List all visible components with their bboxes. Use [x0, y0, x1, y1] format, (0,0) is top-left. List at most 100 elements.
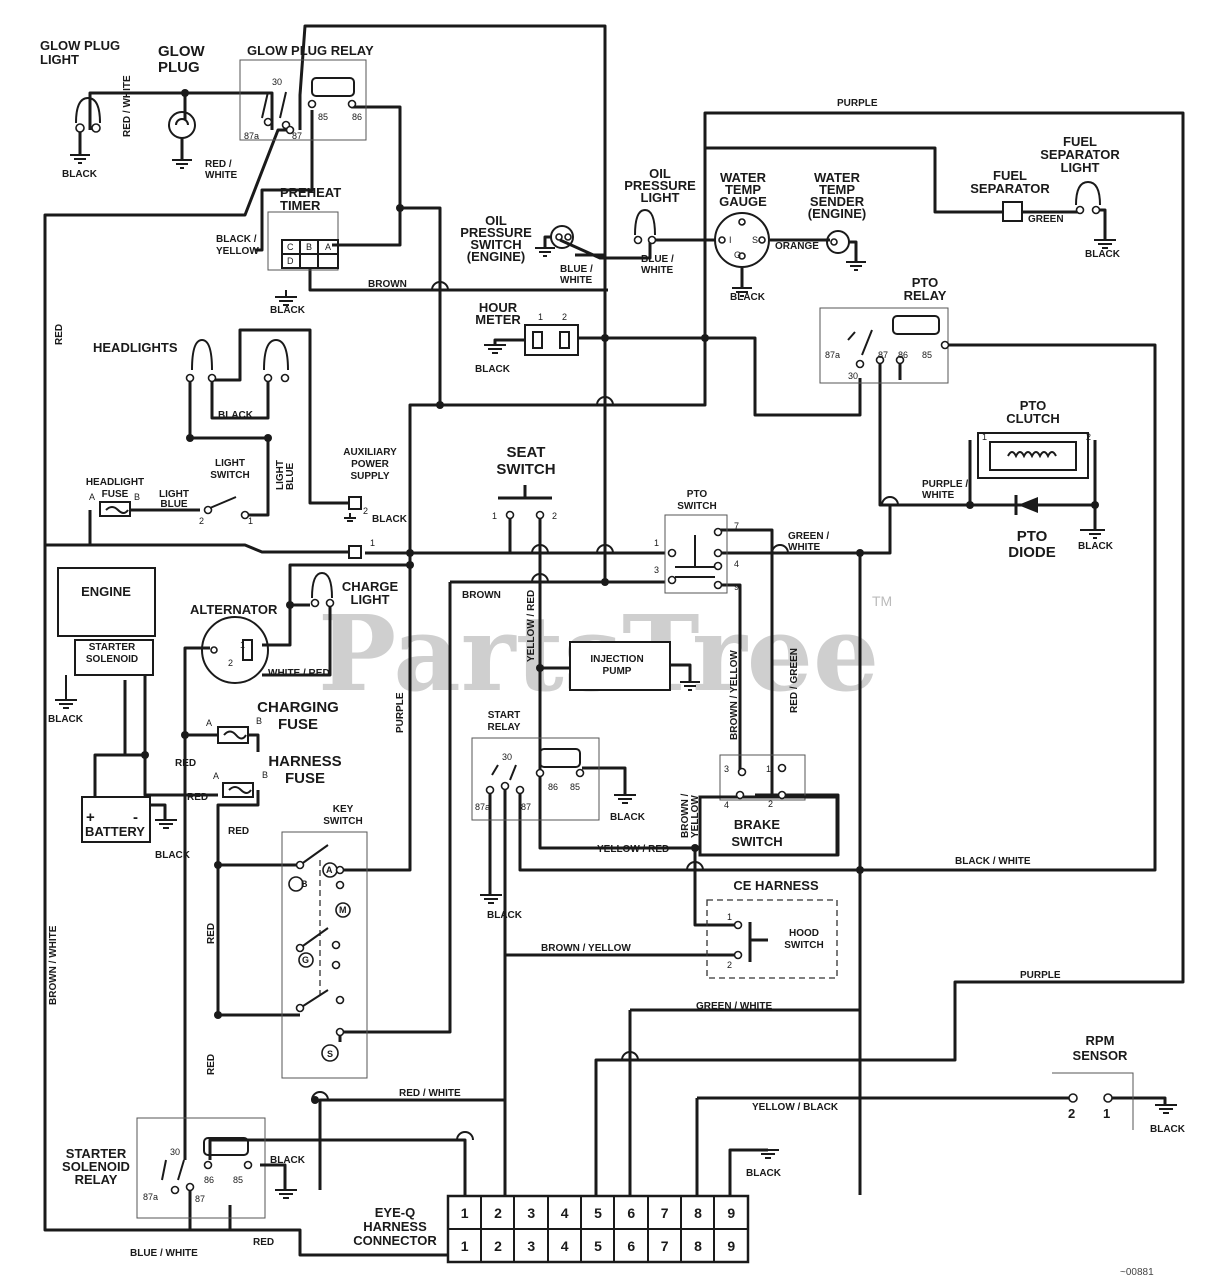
- svg-text:87: 87: [292, 131, 302, 141]
- svg-text:D: D: [287, 256, 294, 266]
- svg-text:87: 87: [878, 350, 888, 360]
- brake-switch: [698, 754, 839, 857]
- wire-hour-meter: [578, 336, 862, 417]
- auxiliary-power-supply: [344, 496, 362, 559]
- wire-red-main: [43, 128, 355, 554]
- terminal-labels: 87a 30 87 85 86 C B A D I C S G 1 2 87a …: [86, 77, 1110, 1204]
- connector-pin-top-2: 2: [494, 1205, 502, 1221]
- svg-text:85: 85: [318, 112, 328, 122]
- svg-text:7: 7: [734, 521, 739, 531]
- wl-green-white-1: GREEN /WHITE: [788, 531, 829, 553]
- svg-text:S: S: [752, 235, 758, 245]
- headlights: [185, 338, 290, 383]
- connector-pin-bottom-8: 8: [694, 1238, 702, 1254]
- wire-glow-relay: [218, 91, 274, 130]
- svg-text:87a: 87a: [825, 350, 840, 360]
- wire-fuel-sep: [705, 146, 1005, 214]
- oil-pressure-light: [633, 208, 657, 245]
- pto-switch: [664, 514, 728, 594]
- connector-pin-bottom-2: 2: [494, 1238, 502, 1254]
- connector-pin-top-7: 7: [661, 1205, 669, 1221]
- figure-code: ~00881: [1120, 1267, 1154, 1278]
- svg-text:S: S: [327, 1049, 333, 1059]
- svg-text:1: 1: [727, 912, 732, 922]
- wl-green: GREEN: [1028, 214, 1064, 225]
- connector-pin-top-9: 9: [727, 1205, 735, 1221]
- pto-clutch: [977, 432, 1089, 479]
- svg-text:G: G: [302, 955, 309, 965]
- svg-text:2: 2: [562, 312, 567, 322]
- connector-pin-bottom-6: 6: [627, 1238, 635, 1254]
- charge-light: [310, 571, 335, 608]
- wires: [43, 24, 1185, 1257]
- label-alternator: ALTERNATOR: [190, 602, 278, 617]
- wire-red-harness: [143, 650, 218, 797]
- svg-text:30: 30: [848, 371, 858, 381]
- svg-text:A: A: [206, 718, 212, 728]
- wl-purple-1: PURPLE: [837, 98, 878, 109]
- headlight-fuse: [99, 501, 131, 517]
- wl-purple-white: PURPLE /WHITE: [922, 479, 968, 501]
- wire-yellow-red: [538, 515, 695, 850]
- oil-pressure-switch: [535, 225, 574, 257]
- svg-text:85: 85: [233, 1175, 243, 1185]
- wl-purple-2: PURPLE: [1020, 970, 1061, 981]
- svg-text:9: 9: [734, 582, 739, 592]
- connector-pin-bottom-3: 3: [527, 1238, 535, 1254]
- svg-text:1: 1: [492, 511, 497, 521]
- label-battery: BATTERY: [85, 824, 145, 839]
- connector-pin-bottom-9: 9: [727, 1238, 735, 1254]
- svg-text:-: -: [133, 809, 138, 826]
- fuel-separator: [1002, 201, 1023, 222]
- preheat-timer: [267, 211, 339, 271]
- svg-text:2: 2: [1086, 432, 1091, 442]
- svg-text:1: 1: [982, 432, 987, 442]
- wl-black-10: BLACK: [155, 850, 191, 861]
- wire-pto-87: [878, 362, 970, 507]
- glow-plug-relay: [239, 59, 367, 141]
- wire-brown-top: [308, 268, 608, 292]
- wire-preheat-key: [340, 206, 442, 872]
- svg-text:85: 85: [922, 350, 932, 360]
- harness-fuse: [222, 782, 254, 798]
- wl-brown-yellow-vert: BROWN / YELLOW: [729, 650, 740, 740]
- wl-black-7: BLACK: [372, 514, 408, 525]
- svg-text:30: 30: [272, 77, 282, 87]
- wire-blue-white-top: [298, 24, 607, 257]
- wl-brown-yellow-h: BROWN / YELLOW: [541, 943, 631, 954]
- wl-red-white-1: RED /WHITE: [205, 159, 238, 181]
- svg-text:2: 2: [727, 960, 732, 970]
- wl-black-6: BLACK: [218, 410, 254, 421]
- charging-fuse: [217, 726, 249, 744]
- svg-text:3: 3: [724, 764, 729, 774]
- connector-pin-bottom-7: 7: [661, 1238, 669, 1254]
- wire-start-85: [582, 766, 627, 795]
- wire-brown-yellow-ce: [693, 848, 735, 927]
- wl-brown-1: BROWN: [368, 279, 407, 290]
- wl-brown-white-vert: BROWN / WHITE: [48, 925, 59, 1005]
- svg-text:86: 86: [898, 350, 908, 360]
- svg-text:A: A: [326, 865, 333, 875]
- svg-text:B: B: [301, 879, 308, 889]
- seat-switch: [498, 485, 552, 520]
- connector-pin-top-8: 8: [694, 1205, 702, 1221]
- wl-black-14: BLACK: [746, 1168, 782, 1179]
- svg-text:87a: 87a: [143, 1192, 158, 1202]
- wl-black-11: BLACK: [610, 812, 646, 823]
- hour-meter: [484, 324, 579, 356]
- wire-battery-pos: [93, 753, 145, 800]
- pto-diode: [1014, 495, 1038, 515]
